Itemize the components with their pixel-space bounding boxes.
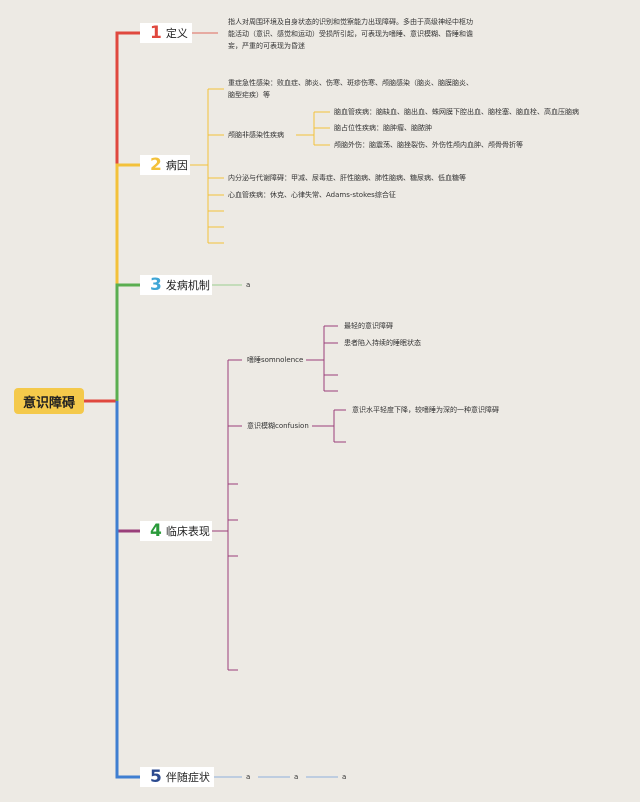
accompany-item: a	[246, 773, 251, 781]
branch-number: 3	[150, 275, 162, 295]
cause-noninfectious-item: 脑血管疾病：脑缺血、脑出血、蛛网膜下腔出血、脑栓塞、脑血栓、高血压脑病	[334, 108, 579, 116]
cause-endocrine: 内分泌与代谢障碍：甲减、尿毒症、肝性脑病、肺性脑病、糖尿病、低血糖等	[228, 174, 466, 182]
accompany-item: a	[342, 773, 347, 781]
clinical-somnolence-item: 最轻的意识障碍	[344, 322, 393, 330]
branch-number: 5	[150, 767, 162, 787]
branch-label: 定义	[165, 27, 188, 40]
root-label: 意识障碍	[22, 395, 75, 411]
cause-noninfectious-label: 颅脑非感染性疾病	[228, 131, 284, 139]
mechanism-text: a	[246, 281, 251, 289]
trunk-accompany	[115, 401, 140, 779]
root-node[interactable]: 意识障碍	[14, 388, 84, 414]
branch-clinical[interactable]: 4 临床表现	[140, 521, 212, 541]
cause-noninfectious-item: 颅脑外伤：脑震荡、脑挫裂伤、外伤性颅内血肿、颅骨骨折等	[334, 141, 523, 149]
branch-number: 4	[150, 521, 162, 541]
trunk-definition	[115, 31, 140, 401]
branch-accompany[interactable]: 5 伴随症状	[140, 767, 214, 787]
branch-label: 临床表现	[165, 525, 210, 538]
definition-line: 妄，严重的可表现为昏迷	[228, 42, 305, 50]
clinical-confusion-item: 意识水平轻度下降，较嗜睡为深的一种意识障碍	[352, 406, 499, 414]
branch-number: 2	[150, 155, 162, 175]
cause-infection-cont: 脑型疟疾）等	[228, 91, 270, 99]
clinical-somnolence-item: 患者陷入持续的睡眠状态	[344, 339, 421, 347]
branch-mechanism[interactable]: 3 发病机制	[140, 275, 212, 295]
clinical-confusion-label: 意识模糊confusion	[247, 422, 309, 430]
branch-definition[interactable]: 1 定义	[140, 23, 192, 43]
definition-line: 指人对周围环境及自身状态的识别和觉察能力出现障碍。多由于高级神经中枢功	[228, 18, 473, 26]
branch-causes[interactable]: 2 病因	[140, 155, 190, 175]
branch-number: 1	[150, 23, 162, 43]
trunk-causes	[115, 163, 140, 401]
cause-cardio: 心血管疾病：休克、心律失常、Adams-stokes综合征	[228, 191, 396, 199]
branch-label: 发病机制	[165, 279, 210, 292]
clinical-somnolence-label: 嗜睡somnolence	[247, 356, 304, 364]
branch-label: 伴随症状	[165, 771, 210, 784]
cause-infection: 重症急性感染：败血症、肺炎、伤寒、斑疹伤寒、颅脑感染（脑炎、脑膜脑炎、	[228, 79, 473, 87]
trunk-clinical	[115, 401, 140, 533]
definition-line: 能活动（意识、感觉和运动）受损所引起，可表现为嗜睡、意识模糊、昏睡和谵	[228, 30, 473, 38]
trunk-mechanism	[115, 283, 140, 401]
accompany-item: a	[294, 773, 299, 781]
cause-noninfectious-item: 脑占位性疾病：脑肿瘤、脑脓肿	[334, 124, 432, 132]
branch-label: 病因	[165, 159, 188, 172]
